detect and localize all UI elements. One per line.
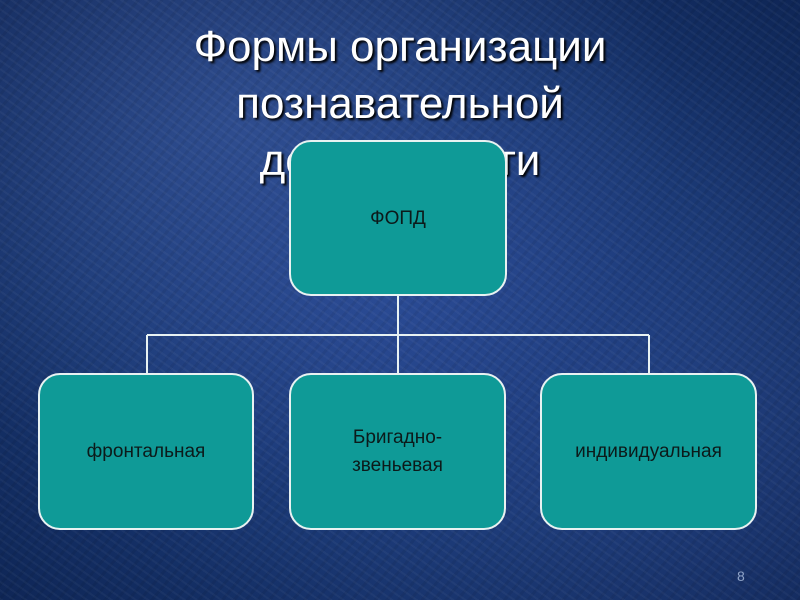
title-line-2: познавательной [236,79,564,128]
title-line-1: Формы организации [193,22,607,71]
diagram-node-root-label: ФОПД [370,208,426,229]
diagram-node-brigade: Бригадно- звеньевая [289,373,506,530]
diagram-node-individual-label: индивидуальная [575,440,722,462]
diagram-node-frontal: фронтальная [38,373,254,530]
slide-number: 8 [737,568,745,584]
diagram-node-brigade-label: Бригадно- звеньевая [352,426,443,476]
diagram-node-root: ФОПД [289,140,507,296]
diagram-node-individual: индивидуальная [540,373,757,530]
diagram-node-frontal-label: фронтальная [86,440,206,462]
